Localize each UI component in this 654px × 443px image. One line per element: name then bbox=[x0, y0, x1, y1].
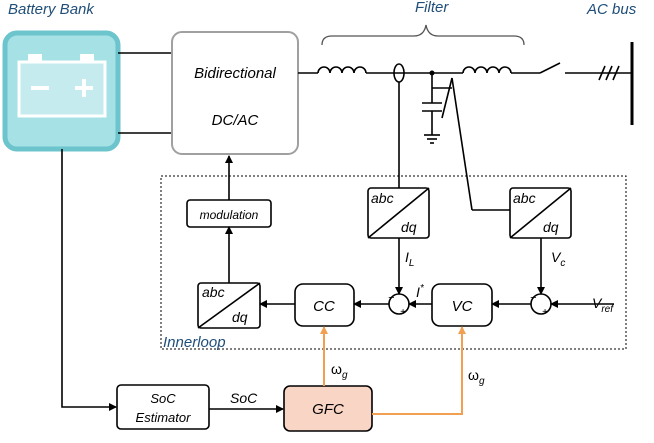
soc-estimator-label-line1: SoC bbox=[150, 391, 176, 406]
svg-text:+: + bbox=[400, 307, 406, 318]
converter-block bbox=[171, 31, 299, 155]
svg-text:dq: dq bbox=[232, 309, 248, 325]
svg-text:dq: dq bbox=[401, 219, 417, 235]
ac-bus-label: AC bus bbox=[586, 1, 637, 18]
omega-vc-label: ωg bbox=[468, 367, 485, 387]
cc-label: CC bbox=[313, 298, 335, 315]
gfc-label: GFC bbox=[312, 401, 344, 418]
omega-to-vc-arrow bbox=[372, 326, 466, 415]
vc-label: Vc bbox=[551, 249, 565, 269]
svg-text:dq: dq bbox=[543, 219, 559, 235]
svg-text:+: + bbox=[542, 307, 548, 318]
omega-cc-label: ωg bbox=[331, 361, 348, 381]
abc-dq-current-block: abc dq bbox=[367, 187, 430, 239]
abc-dq-modulation-block: abc dq bbox=[197, 282, 261, 329]
soc-signal-label: SoC bbox=[230, 390, 258, 406]
voltage-summing-junction: − + bbox=[530, 292, 552, 318]
modulation-label: modulation bbox=[200, 208, 259, 222]
svg-text:−: − bbox=[388, 292, 395, 304]
filter-circuit bbox=[298, 24, 634, 211]
abc-dq-voltage-block: abc dq bbox=[509, 187, 572, 239]
gfc-block bbox=[283, 385, 373, 432]
vref-label: Vref bbox=[592, 295, 614, 315]
soc-estimator-label-line2: Estimator bbox=[136, 410, 192, 425]
soc-estimator-block bbox=[116, 384, 210, 430]
converter-label-line1: Bidirectional bbox=[194, 65, 276, 82]
innerloop-box bbox=[160, 175, 627, 350]
innerloop-label: Innerloop bbox=[163, 334, 226, 351]
battery-bank-label: Battery Bank bbox=[8, 1, 95, 18]
converter-label-line2: DC/AC bbox=[212, 112, 259, 129]
svg-text:−: − bbox=[530, 292, 537, 304]
vc-label: VC bbox=[452, 298, 473, 315]
battery-to-soc-wire bbox=[61, 149, 117, 411]
istar-label: I* bbox=[416, 283, 425, 300]
svg-text:abc: abc bbox=[371, 190, 394, 206]
svg-text:abc: abc bbox=[202, 284, 225, 300]
il-label: IL bbox=[405, 249, 414, 269]
current-summing-junction: − + bbox=[388, 292, 410, 318]
battery-icon bbox=[2, 30, 121, 152]
svg-text:abc: abc bbox=[513, 190, 536, 206]
filter-label: Filter bbox=[415, 0, 449, 16]
